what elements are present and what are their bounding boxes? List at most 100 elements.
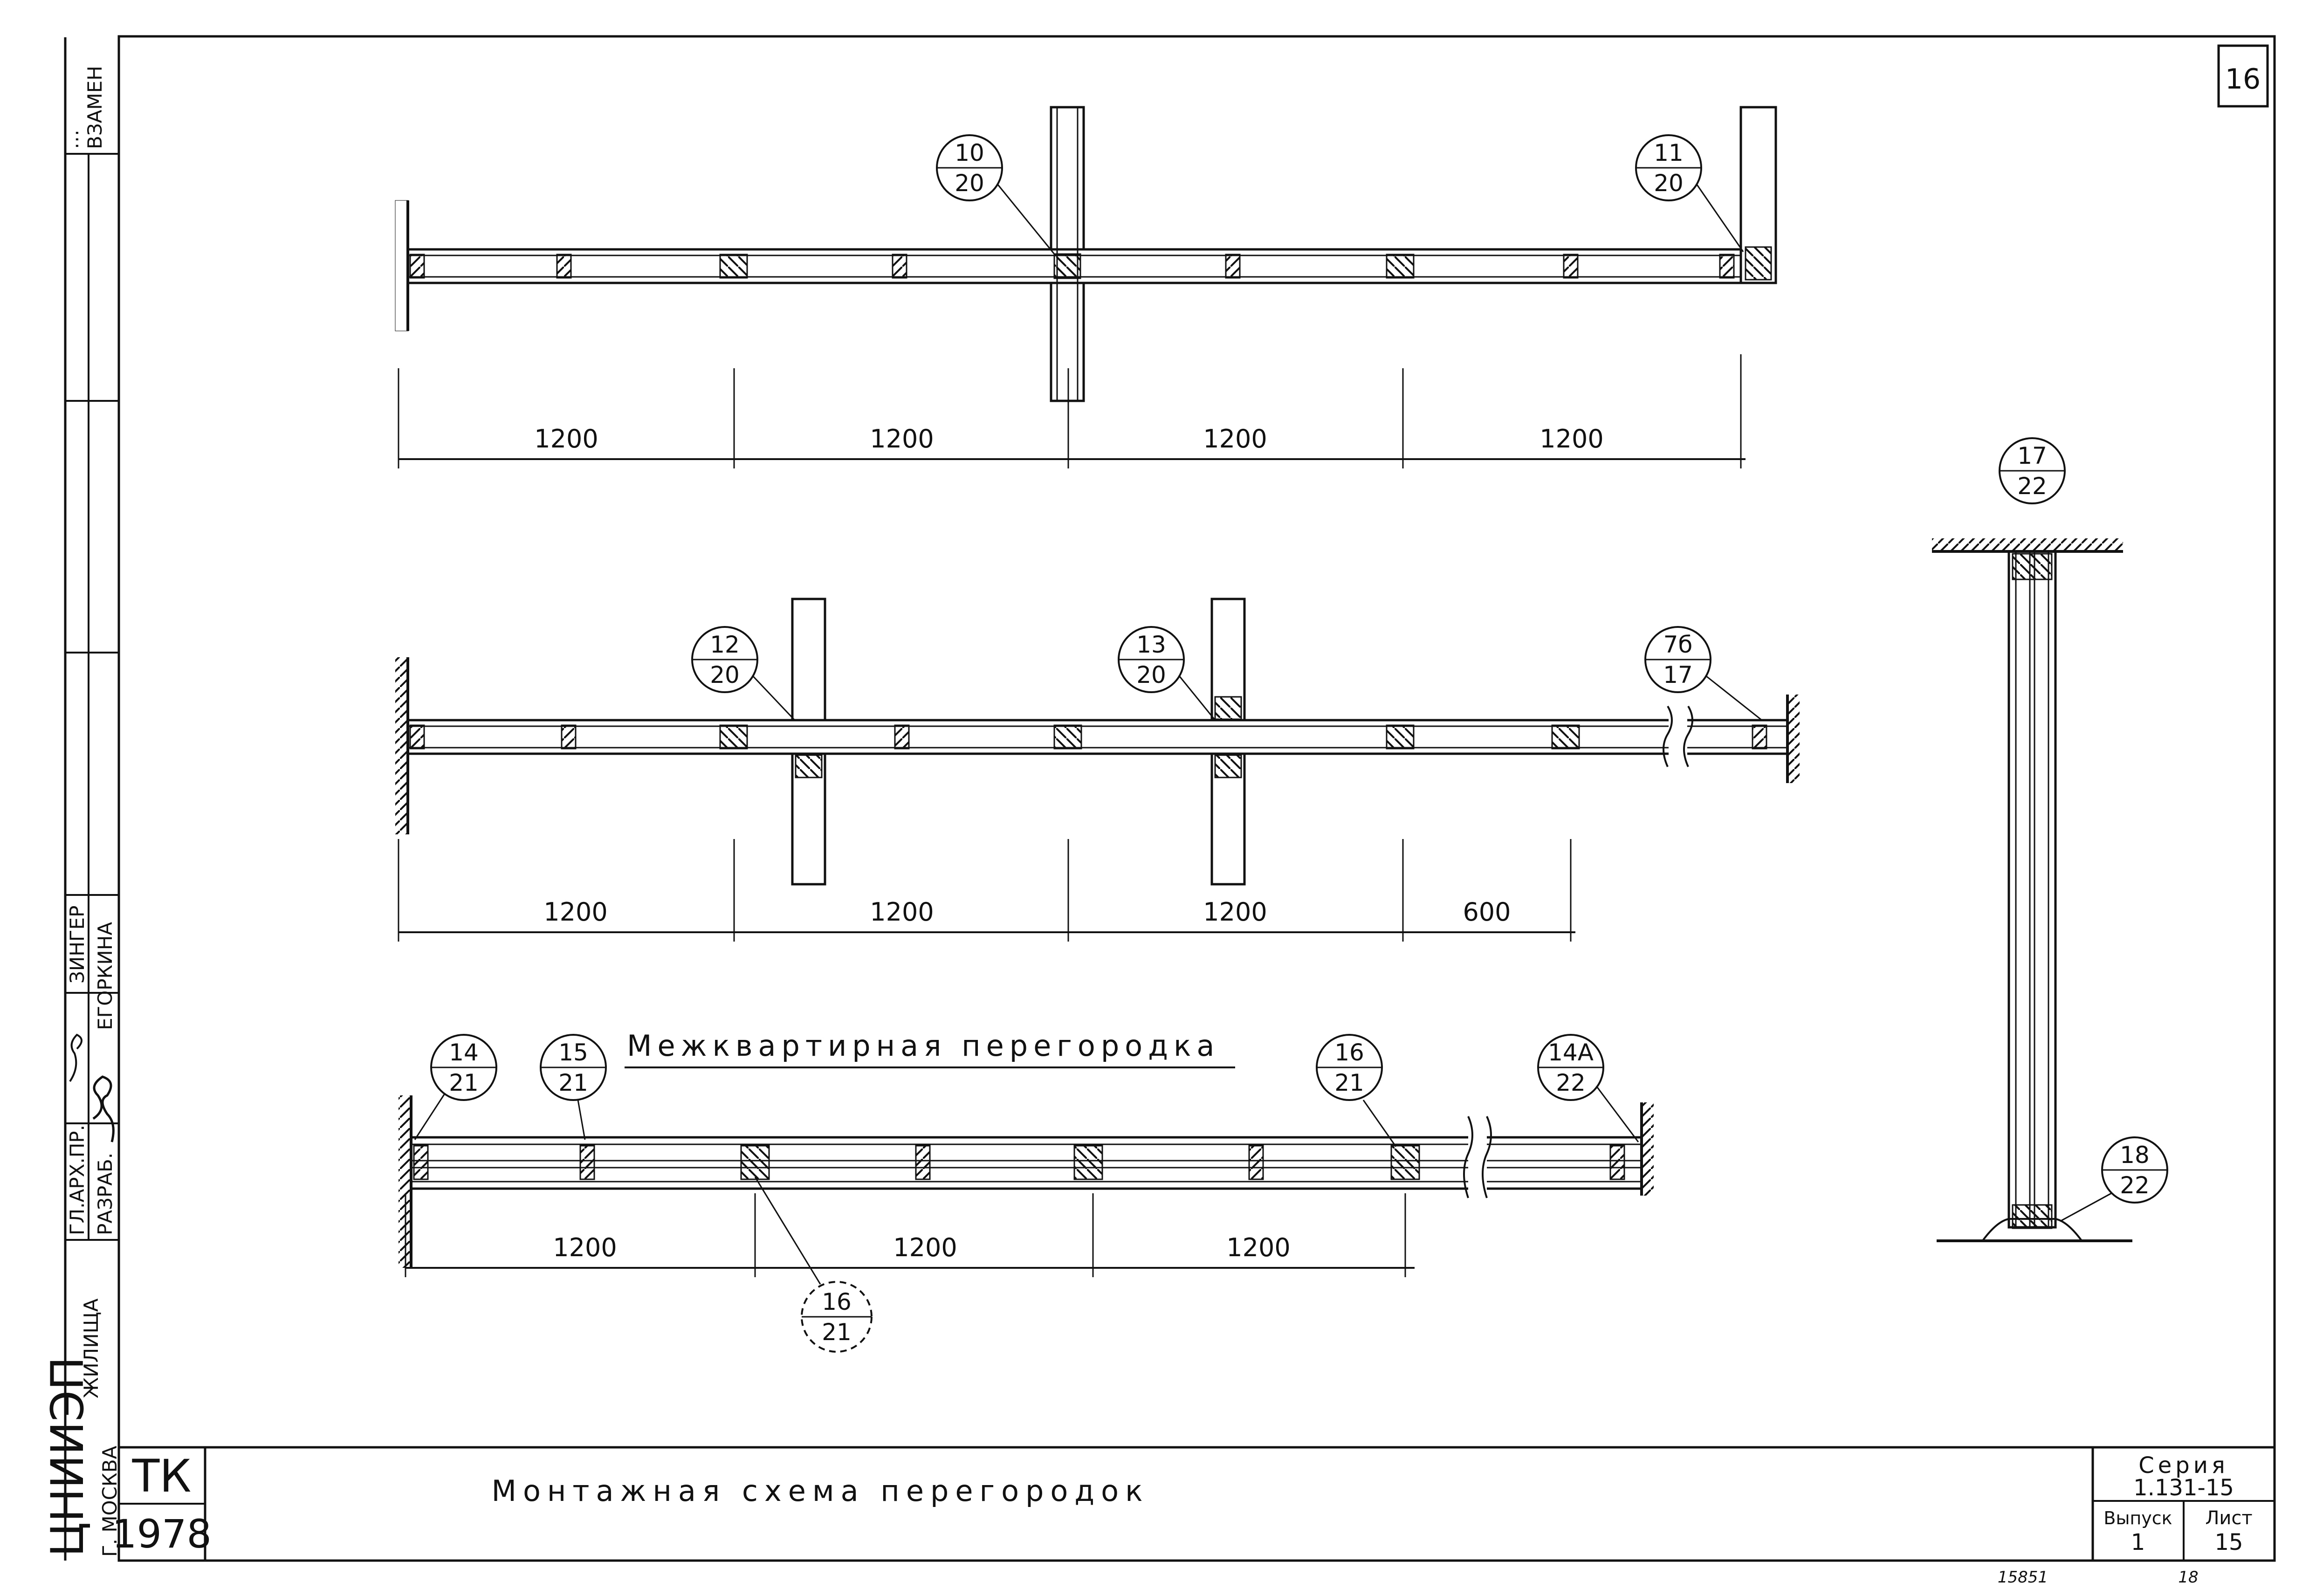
frame-2-7 bbox=[1551, 724, 1580, 750]
frame-2-4 bbox=[894, 724, 910, 750]
break-line-2a bbox=[1663, 705, 1673, 767]
frame-2-6 bbox=[1386, 724, 1415, 750]
frame-6 bbox=[1386, 254, 1415, 279]
frame-4 bbox=[892, 254, 907, 279]
signature-chief bbox=[69, 1033, 82, 1082]
cross-wall-1b bbox=[1050, 282, 1085, 402]
callout-15-21-top: 15 bbox=[558, 1039, 588, 1066]
subtitle: Межквартирная перегородка bbox=[627, 1029, 1220, 1063]
callout-11-20-bottom: 20 bbox=[1654, 170, 1684, 197]
callout-18-22: 18 22 bbox=[2060, 1136, 2168, 1222]
frame-2-3 bbox=[719, 724, 748, 750]
tb-title: Монтажная схема перегородок bbox=[491, 1474, 1149, 1508]
frame-2 bbox=[556, 254, 572, 279]
frame-3-4 bbox=[915, 1145, 931, 1180]
callout-7b-17-top: 7б bbox=[1663, 631, 1693, 658]
joint-13-20a bbox=[1214, 696, 1242, 720]
footer-note-left: 15851 bbox=[1998, 1568, 2048, 1587]
frame-2-1 bbox=[409, 724, 425, 750]
sheet-number: 16 bbox=[2225, 63, 2261, 96]
frame-5 bbox=[1225, 254, 1241, 279]
callout-14a-22: 14А 22 bbox=[1537, 1034, 1639, 1142]
dim-2-2: 1200 bbox=[870, 897, 934, 927]
callout-11-20-top: 11 bbox=[1654, 139, 1684, 166]
dim-2-3: 1200 bbox=[1203, 897, 1267, 927]
tb-issue-label: Выпуск bbox=[2103, 1508, 2172, 1528]
scheme-3: 1200 1200 1200 14 21 15 21 16 21 bbox=[399, 1034, 1654, 1353]
cross-wall-2a-bot bbox=[791, 752, 826, 886]
section-floor-fillet bbox=[1982, 1218, 2082, 1241]
dim-3-2: 1200 bbox=[893, 1233, 957, 1262]
cross-wall-2b-top bbox=[1210, 598, 1246, 722]
tb-sheet-value: 15 bbox=[2214, 1529, 2243, 1555]
callout-16-21a-bottom: 21 bbox=[1334, 1069, 1364, 1096]
sheet-number-box bbox=[2217, 44, 2269, 108]
frame-8 bbox=[1719, 254, 1735, 279]
callout-7b-17-bottom: 17 bbox=[1663, 661, 1693, 688]
title-block: ТК 1978 Монтажная схема перегородок Сери… bbox=[112, 1446, 2275, 1561]
tb-series-value: 1.131-15 bbox=[2133, 1475, 2234, 1501]
dim-1-1: 1200 bbox=[534, 424, 598, 454]
callout-16-21a-top: 16 bbox=[1334, 1039, 1364, 1066]
callout-7b-17: 7б 17 bbox=[1644, 626, 1762, 721]
break-line-3b bbox=[1482, 1116, 1492, 1198]
frame-2-8 bbox=[1752, 724, 1767, 750]
callout-14-21-top: 14 bbox=[449, 1039, 479, 1066]
callout-15-21-bottom: 21 bbox=[558, 1069, 588, 1096]
tb-series-label: Серия bbox=[2138, 1452, 2229, 1479]
callout-10-20: 10 20 bbox=[936, 134, 1055, 255]
callout-10-20-bottom: 20 bbox=[955, 170, 984, 197]
frame-3-2 bbox=[579, 1145, 595, 1180]
callout-17-22: 17 22 bbox=[1999, 437, 2066, 504]
tb-issue-value: 1 bbox=[2131, 1529, 2145, 1555]
frame-7 bbox=[1563, 254, 1579, 279]
wall-hatch-right-2 bbox=[1787, 695, 1800, 783]
callout-14a-22-top: 14А bbox=[1548, 1039, 1594, 1066]
signature-dev bbox=[92, 1075, 115, 1142]
sheet-frame bbox=[117, 35, 2276, 1562]
side-role-chief: ГЛ.АРХ.ПР. bbox=[66, 1125, 89, 1235]
cross-wall-1a bbox=[1050, 106, 1085, 251]
dim-3-1: 1200 bbox=[553, 1233, 617, 1262]
side-name-chief: ЗИНГЕР bbox=[66, 906, 89, 984]
joint-10-20 bbox=[1053, 253, 1081, 279]
wall-hatch-left-1 bbox=[395, 200, 409, 331]
dim-2-4: 600 bbox=[1463, 897, 1511, 927]
ceiling-hatch bbox=[1932, 538, 2123, 551]
callout-17-22-top: 17 bbox=[2017, 442, 2047, 469]
frame-2-2 bbox=[561, 724, 577, 750]
callout-16-21-top: 16 21 bbox=[1316, 1034, 1397, 1147]
frame-1 bbox=[409, 254, 425, 279]
section-bottom-joint bbox=[2012, 1204, 2053, 1229]
frame-3-3 bbox=[740, 1145, 770, 1180]
break-line-3a bbox=[1463, 1116, 1473, 1198]
side-name-dev: ЕГОРКИНА bbox=[94, 922, 117, 1030]
scheme-2: 1200 1200 1200 600 12 20 13 20 7б 17 bbox=[395, 598, 1800, 942]
end-wall-right-1 bbox=[1739, 106, 1777, 284]
side-city: Г. МОСКВА bbox=[98, 1445, 121, 1557]
tb-sheet-label: Лист bbox=[2205, 1507, 2252, 1529]
side-org-suffix: ЖИЛИЩА bbox=[80, 1298, 103, 1398]
wall-hatch-right-3 bbox=[1642, 1102, 1654, 1196]
dim-1-4: 1200 bbox=[1540, 424, 1603, 454]
footer-note-right: 18 bbox=[2178, 1568, 2198, 1587]
callout-16-21-bottom: 16 21 bbox=[754, 1176, 873, 1353]
callout-12-20-bottom: 20 bbox=[710, 661, 740, 688]
callout-14a-22-bottom: 22 bbox=[1556, 1069, 1586, 1096]
side-org: ЦНИИЭП bbox=[41, 1356, 94, 1557]
frame-3-7 bbox=[1390, 1145, 1420, 1180]
side-stamp: ВЗАМЕН … ГЛ.АРХ.ПР. ЗИНГЕР РАЗРАБ. ЕГОРК… bbox=[41, 37, 121, 1561]
cross-wall-2b-bot bbox=[1210, 752, 1246, 886]
callout-14-21-bottom: 21 bbox=[449, 1069, 479, 1096]
frame-3 bbox=[719, 254, 748, 279]
partition-2 bbox=[406, 719, 1789, 755]
dim-1-3: 1200 bbox=[1203, 424, 1267, 454]
dim-1-2: 1200 bbox=[870, 424, 934, 454]
section-top-joint bbox=[2012, 553, 2053, 580]
callout-16-21b-bottom: 21 bbox=[822, 1319, 852, 1346]
side-ref: … bbox=[60, 130, 83, 149]
joint-12-20 bbox=[795, 754, 823, 778]
tb-year: 1978 bbox=[112, 1511, 212, 1557]
callout-11-20: 11 20 bbox=[1635, 134, 1744, 252]
